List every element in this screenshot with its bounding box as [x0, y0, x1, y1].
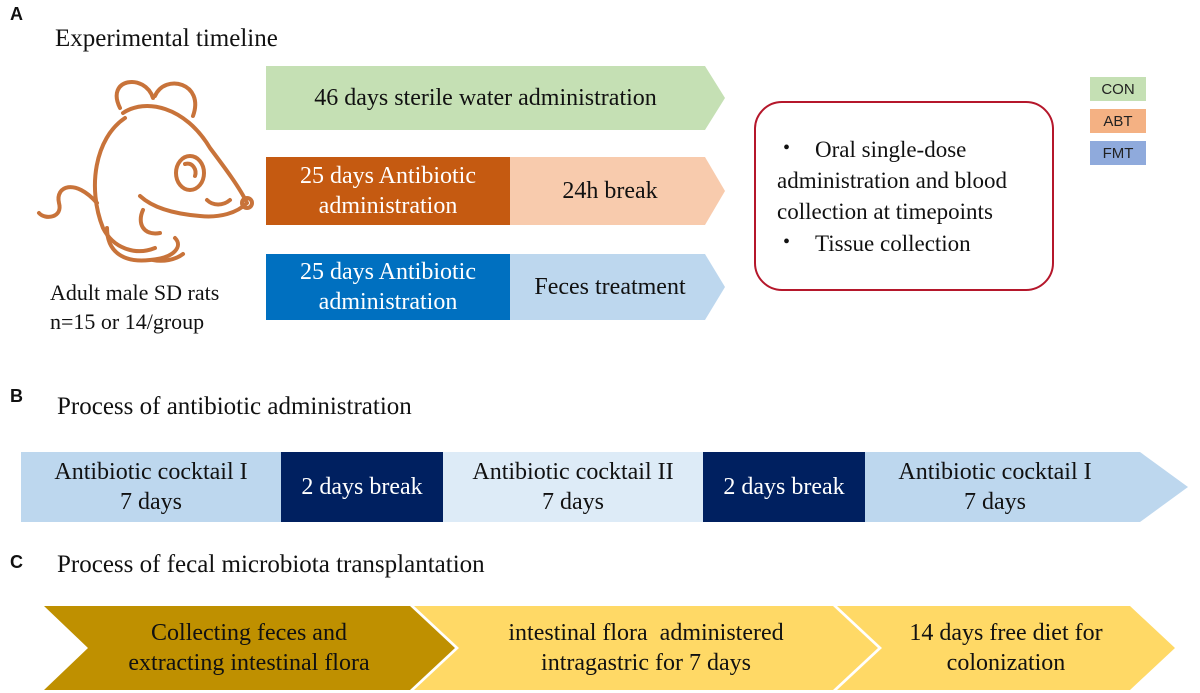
- section-title-a: Experimental timeline: [55, 25, 278, 52]
- b-step2-label: 2 days break: [301, 474, 423, 500]
- legend-fmt: FMT: [1090, 141, 1146, 165]
- b-step3-block: [443, 452, 703, 522]
- c-step3-line1: 14 days free diet for: [909, 620, 1103, 646]
- b-step1-line2: 7 days: [120, 489, 182, 515]
- abt-antibiotic-line2: administration: [318, 193, 458, 219]
- fmt-feces-arrow: [510, 254, 725, 320]
- b-step5-line1: Antibiotic cocktail I: [898, 459, 1092, 485]
- bullet-dot-icon: •: [783, 137, 791, 159]
- c-step3-chevron: [837, 606, 1175, 690]
- section-title-b: Process of antibiotic administration: [57, 393, 412, 420]
- b-step5-arrow: [865, 452, 1188, 522]
- outcome-box: [754, 101, 1054, 291]
- c-step2-line2: intragastric for 7 days: [541, 650, 751, 676]
- c-step1-chevron: [44, 606, 455, 690]
- abt-break-label: 24h break: [562, 178, 658, 204]
- rat-illustration-icon: [37, 80, 254, 263]
- c-step1-line2: extracting intestinal flora: [128, 650, 370, 676]
- c-step3-line2: colonization: [946, 650, 1066, 676]
- fmt-feces-label: Feces treatment: [534, 274, 686, 300]
- c-step3-label: 14 days free diet for colonization: [882, 606, 1130, 690]
- subject-line1: Adult male SD rats: [50, 280, 220, 305]
- fmt-antibiotic-line2: administration: [318, 289, 458, 315]
- c-step2-line1: intestinal flora administered: [508, 620, 784, 646]
- b-step5-label: Antibiotic cocktail I 7 days: [865, 452, 1125, 522]
- b-step3-label: Antibiotic cocktail II 7 days: [443, 452, 703, 522]
- b-step4-block: [703, 452, 865, 522]
- abt-antibiotic-block: [266, 157, 510, 225]
- c-step1-line1: Collecting feces and: [151, 620, 347, 646]
- abt-antibiotic-line1: 25 days Antibiotic: [300, 163, 476, 189]
- outcome-bullet2: Tissue collection: [815, 231, 971, 256]
- con-arrow: [266, 66, 725, 130]
- b-step3-line2: 7 days: [542, 489, 604, 515]
- con-step-label: 46 days sterile water administration: [314, 85, 657, 111]
- b-step4-label: 2 days break: [723, 474, 845, 500]
- c-step2-chevron: [414, 606, 878, 690]
- section-title-c: Process of fecal microbiota transplantat…: [57, 551, 485, 578]
- outcome-bullet1-line1: Oral single-dose: [815, 137, 967, 162]
- panel-letter-c: C: [10, 552, 23, 572]
- fmt-antibiotic-line1: 25 days Antibiotic: [300, 259, 476, 285]
- b-step5-line2: 7 days: [964, 489, 1026, 515]
- b-step1-line1: Antibiotic cocktail I: [54, 459, 248, 485]
- c-step2-label: intestinal flora administered intragastr…: [459, 606, 833, 690]
- b-step1-block: [21, 452, 281, 522]
- abt-antibiotic-label: 25 days Antibiotic administration: [266, 157, 510, 225]
- b-step3-line1: Antibiotic cocktail II: [472, 459, 674, 485]
- legend-con: CON: [1090, 77, 1146, 101]
- bullet-dot-icon: •: [783, 231, 791, 253]
- b-step2-block: [281, 452, 443, 522]
- panel-letter-a: A: [10, 4, 23, 24]
- b-step1-label: Antibiotic cocktail I 7 days: [21, 452, 281, 522]
- fmt-antibiotic-block: [266, 254, 510, 320]
- legend-abt: ABT: [1090, 109, 1146, 133]
- outcome-bullet1-line2: administration and blood: [777, 168, 1007, 193]
- outcome-bullet1-line3: collection at timepoints: [777, 199, 993, 224]
- subject-line2: n=15 or 14/group: [50, 309, 205, 334]
- fmt-antibiotic-label: 25 days Antibiotic administration: [266, 254, 510, 320]
- c-step1-label: Collecting feces and extracting intestin…: [88, 606, 410, 690]
- panel-letter-b: B: [10, 386, 23, 406]
- abt-break-arrow: [510, 157, 725, 225]
